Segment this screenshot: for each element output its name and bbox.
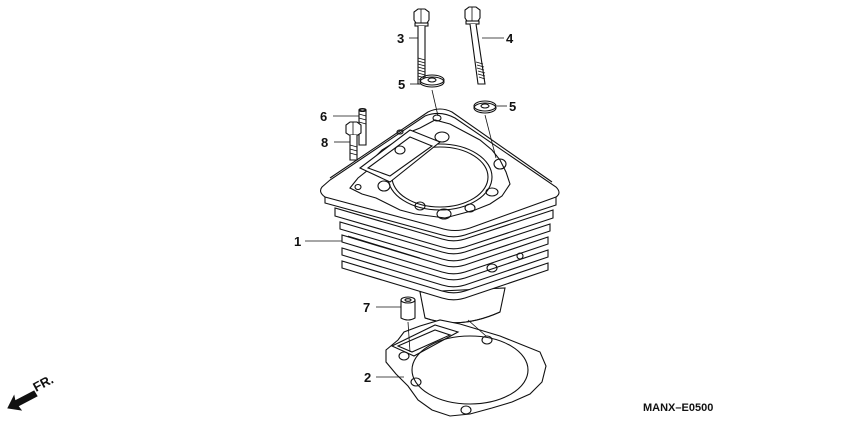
callout-8: 8	[321, 135, 328, 150]
callout-6: 6	[320, 109, 327, 124]
part-8-bolt	[345, 121, 362, 161]
part-1-cylinder	[320, 108, 560, 324]
callout-5-left: 5	[398, 77, 405, 92]
callout-7: 7	[363, 300, 370, 315]
front-direction-arrow: FR.	[7, 372, 56, 411]
part-3-bolt	[413, 8, 430, 85]
part-5-washer-right	[473, 100, 497, 114]
assembly-guide-lines	[407, 89, 497, 353]
part-5-washer-left	[419, 74, 445, 88]
callout-4: 4	[506, 31, 514, 46]
callout-5-right: 5	[509, 99, 516, 114]
part-4-bolt	[464, 6, 486, 85]
part-2-gasket	[385, 319, 547, 417]
diagram-code: MANX–E0500	[643, 402, 713, 414]
part-7-dowel	[400, 296, 416, 321]
callout-1: 1	[294, 234, 301, 249]
callout-3: 3	[397, 31, 404, 46]
leader-lines	[305, 37, 507, 378]
part-6-stud	[358, 107, 367, 146]
callout-2: 2	[364, 370, 371, 385]
